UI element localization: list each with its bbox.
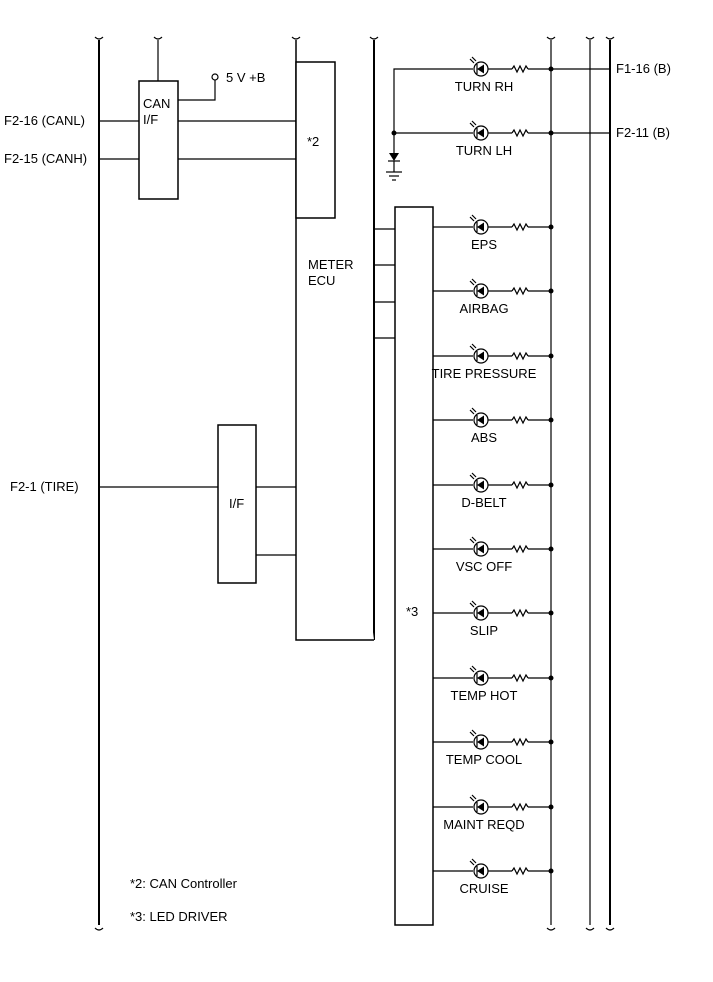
indicator-7-label: TEMP HOT bbox=[451, 688, 518, 703]
turn-common-wire bbox=[393, 68, 470, 153]
meter-ecu-label-1: METER bbox=[308, 257, 354, 272]
resistor-icon bbox=[511, 737, 529, 747]
can-controller-block bbox=[295, 61, 336, 219]
resistor-icon bbox=[511, 64, 529, 74]
resistor-icon bbox=[511, 351, 529, 361]
led-driver-block bbox=[394, 206, 434, 926]
indicator-10-label: CRUISE bbox=[459, 881, 508, 896]
resistor-icon bbox=[511, 673, 529, 683]
indicator-10-row: CRUISE bbox=[433, 858, 554, 896]
indicator-3-label: ABS bbox=[471, 430, 497, 445]
indicator-4-label: D-BELT bbox=[461, 495, 506, 510]
connector-f2-11: F2-11 (B) bbox=[616, 125, 670, 140]
indicator-6-row: SLIP bbox=[433, 600, 554, 638]
ground-diode-icon bbox=[388, 153, 400, 172]
supply-label: 5 V +B bbox=[226, 70, 265, 85]
indicator-9-label: MAINT REQD bbox=[443, 817, 524, 832]
center-bus-line bbox=[369, 36, 379, 640]
indicator-4-row: D-BELT bbox=[433, 472, 554, 510]
resistor-icon bbox=[511, 544, 529, 554]
indicator-1-row: AIRBAG bbox=[433, 278, 554, 316]
indicator-7-row: TEMP HOT bbox=[433, 665, 554, 703]
indicator-6-label: SLIP bbox=[470, 623, 498, 638]
turn-lamp-0-row: TURN RH bbox=[455, 56, 610, 94]
indicator-2-label: TIRE PRESSURE bbox=[432, 366, 537, 381]
resistor-icon bbox=[511, 866, 529, 876]
meter-ecu-label-2: ECU bbox=[308, 273, 335, 288]
indicator-8-label: TEMP COOL bbox=[446, 752, 522, 767]
can-if-label-2: I/F bbox=[143, 112, 158, 127]
resistor-icon bbox=[511, 128, 529, 138]
right-bus-lines bbox=[546, 36, 615, 931]
indicator-1-label: AIRBAG bbox=[459, 301, 508, 316]
left-bus-line bbox=[94, 36, 104, 931]
indicator-5-row: VSC OFF bbox=[433, 536, 554, 574]
supply-wire bbox=[178, 80, 216, 101]
led-driver-ref: *3 bbox=[406, 604, 418, 619]
indicator-5-label: VSC OFF bbox=[456, 559, 512, 574]
can-controller-ref: *2 bbox=[307, 134, 319, 149]
indicator-0-label: EPS bbox=[471, 237, 497, 252]
ground-icon bbox=[386, 171, 402, 181]
note-can-controller: *2: CAN Controller bbox=[130, 876, 238, 891]
can-if-block bbox=[138, 80, 179, 200]
turn-lamp-0-label: TURN RH bbox=[455, 79, 514, 94]
indicator-2-row: TIRE PRESSURE bbox=[432, 343, 554, 381]
indicator-0-row: EPS bbox=[433, 214, 554, 252]
tire-if-label: I/F bbox=[229, 496, 244, 511]
resistor-icon bbox=[511, 415, 529, 425]
indicator-9-row: MAINT REQD bbox=[433, 794, 554, 832]
indicator-8-row: TEMP COOL bbox=[433, 729, 554, 767]
resistor-icon bbox=[511, 480, 529, 490]
resistor-icon bbox=[511, 286, 529, 296]
note-led-driver: *3: LED DRIVER bbox=[130, 909, 228, 924]
resistor-icon bbox=[511, 802, 529, 812]
connector-f1-16: F1-16 (B) bbox=[616, 61, 671, 76]
tire-if-block bbox=[217, 424, 257, 584]
can-if-label-1: CAN bbox=[143, 96, 170, 111]
resistor-icon bbox=[511, 222, 529, 232]
connector-canl: F2-16 (CANL) bbox=[4, 113, 85, 128]
resistor-icon bbox=[511, 608, 529, 618]
connector-tire: F2-1 (TIRE) bbox=[10, 479, 79, 494]
supply-terminal-icon bbox=[211, 73, 219, 81]
turn-lamp-1-row: TURN LH bbox=[456, 120, 610, 158]
connector-canh: F2-15 (CANH) bbox=[4, 151, 87, 166]
indicator-3-row: ABS bbox=[433, 407, 554, 445]
turn-lamp-1-label: TURN LH bbox=[456, 143, 512, 158]
